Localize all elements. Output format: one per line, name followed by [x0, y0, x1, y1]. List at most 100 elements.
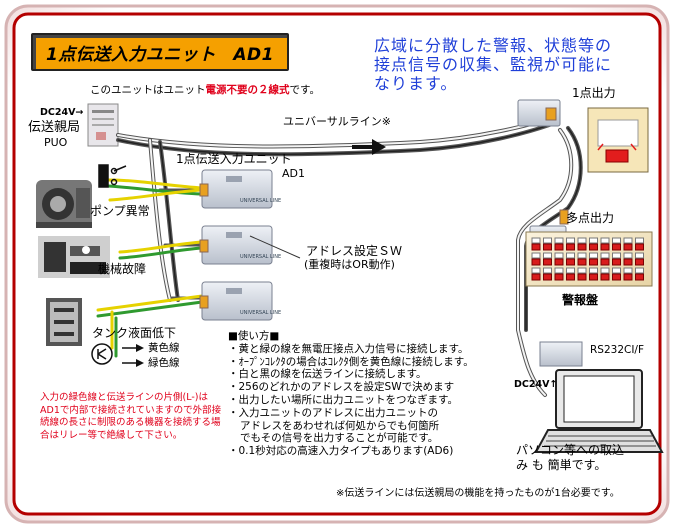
- page-title: 1点伝送入力ユニット AD1: [46, 45, 274, 65]
- pc-text-line1: パソコン等への取込: [516, 443, 625, 457]
- lamp-label-window: [531, 252, 541, 259]
- lamp-label-window: [554, 267, 564, 274]
- lamp-label-window: [554, 237, 564, 244]
- unit-label: 1点伝送入力ユニット: [176, 152, 292, 166]
- alarm-lamp: [554, 243, 564, 251]
- alarm-lamp: [612, 273, 621, 281]
- usage-section: ■使い方■ ・黄と緑の線を無電圧接点入力信号に接続します。 ・ｵｰﾌﾟﾝｺﾚｸﾀ…: [228, 330, 533, 458]
- alarm-lamp: [577, 243, 587, 251]
- lamp-label-window: [612, 267, 621, 274]
- parent-station-device: [87, 103, 119, 147]
- yellow-wire-label: 黄色線: [148, 342, 180, 354]
- lamp-label-window: [589, 237, 598, 244]
- usage-item: ・256のどれかのアドレスを設定SWで決めます: [228, 381, 455, 394]
- lamp-label-window: [577, 237, 587, 244]
- alarm-lamp: [635, 273, 644, 281]
- usage-item: でもその信号を出力することが可能です。: [240, 432, 439, 445]
- alarm-lamp: [577, 258, 587, 266]
- alarm-lamp: [589, 258, 598, 266]
- unit-code: AD1: [282, 167, 305, 180]
- lamp-label-window: [635, 252, 644, 259]
- lamp-label-window: [600, 252, 610, 259]
- lamp-label-window: [612, 252, 621, 259]
- single-output-label: 1点出力: [572, 86, 616, 100]
- input-label-machine: 機械故障: [98, 262, 147, 276]
- lamp-label-window: [543, 252, 552, 259]
- alarm-lamp: [554, 273, 564, 281]
- parent-station-name: 伝送親局: [28, 120, 81, 135]
- lamp-label-window: [589, 252, 598, 259]
- wire-arrows: [122, 344, 144, 367]
- lamp-label-window: [554, 252, 564, 259]
- input-unit-1: UNIVERSAL LINE: [199, 169, 281, 209]
- lamp-label-window: [623, 267, 633, 274]
- output-unit: [517, 99, 561, 127]
- lamp-label-window: [566, 237, 575, 244]
- alarm-lamp: [531, 258, 541, 266]
- alarm-lamp: [577, 273, 587, 281]
- svg-text:UNIVERSAL LINE: UNIVERSAL LINE: [240, 310, 281, 316]
- pump-image: [36, 180, 92, 228]
- lamp-label-window: [543, 267, 552, 274]
- pc-text-line2: み も 簡単です。: [516, 458, 607, 472]
- alarm-lamp: [600, 273, 610, 281]
- lamp-label-window: [623, 252, 633, 259]
- lamp-label-window: [531, 237, 541, 244]
- alarm-lamp: [635, 243, 644, 251]
- input-unit-3: UNIVERSAL LINE: [199, 281, 281, 321]
- alarm-lamp: [589, 243, 598, 251]
- lamp-label-window: [577, 267, 587, 274]
- usage-item: ・黄と緑の線を無電圧接点入力信号に接続します。: [228, 342, 469, 355]
- alarm-lamp: [566, 273, 575, 281]
- address-sw-label: アドレス設定ＳＷ: [306, 244, 403, 258]
- green-wire-label: 緑色線: [148, 357, 180, 369]
- alarm-lamp: [623, 243, 633, 251]
- lamp-label-window: [566, 252, 575, 259]
- transmission-line: [116, 116, 583, 397]
- svg-text:UNIVERSAL LINE: UNIVERSAL LINE: [240, 254, 281, 260]
- input-label-tank: タンク液面低下: [92, 326, 177, 340]
- alarm-panel-label: 警報盤: [562, 293, 599, 307]
- alarm-lamp: [635, 258, 644, 266]
- subtitle-highlight: 電源不要の２線式: [205, 84, 290, 96]
- lamp-label-window: [600, 237, 610, 244]
- subtitle-suffix: です。: [289, 84, 320, 96]
- usage-item: ・白と黒の線を伝送ラインに接続します。: [228, 368, 427, 381]
- lamp-label-window: [531, 267, 541, 274]
- usage-item: アドレスをあわせれば何処からでも何箇所: [240, 419, 440, 432]
- title-box: [31, 33, 289, 71]
- usage-item: ・入力ユニットのアドレスに出力ユニットの: [228, 406, 438, 419]
- lamp-label-window: [612, 237, 621, 244]
- alarm-lamp: [612, 243, 621, 251]
- rs232-label: RS232CI/F: [590, 344, 645, 356]
- machine-image: [38, 236, 110, 278]
- alarm-lamp: [623, 273, 633, 281]
- alarm-lamp: [600, 243, 610, 251]
- lamp-label-window: [623, 237, 633, 244]
- alarm-lamp: [543, 243, 552, 251]
- direction-arrow: [352, 139, 386, 155]
- universal-line-label: ユニバーサルライン※: [283, 115, 391, 128]
- input-unit-2: UNIVERSAL LINE: [199, 225, 281, 265]
- subtitle: このユニットはユニット電源不要の２線式です。: [90, 84, 320, 97]
- lamp-label-window: [566, 267, 575, 274]
- lamp-label-window: [635, 237, 644, 244]
- input-wires: [96, 178, 204, 358]
- alarm-lamp: [566, 258, 575, 266]
- alarm-panel: [525, 231, 653, 287]
- alarm-lamp: [623, 258, 633, 266]
- tank-image: [46, 298, 82, 346]
- lamp-label-window: [543, 237, 552, 244]
- headline: 広域に分散した警報、状態等の接点信号の収集、監視が可能になります。: [374, 36, 613, 93]
- lamp-label-window: [577, 252, 587, 259]
- usage-item: ・0.1秒対応の高速入力タイプもあります(AD6): [228, 445, 454, 458]
- pc-dc-label: DC24V↑: [514, 379, 558, 390]
- subtitle-prefix: このユニットはユニット: [90, 84, 206, 96]
- parent-dc-label: DC24V→: [40, 107, 84, 118]
- rs232-box: [539, 341, 583, 367]
- footnote: ※伝送ラインには伝送親局の機能を持ったものが1台必要です。: [336, 488, 620, 499]
- lamp-label-window: [600, 267, 610, 274]
- alarm-lamp: [531, 243, 541, 251]
